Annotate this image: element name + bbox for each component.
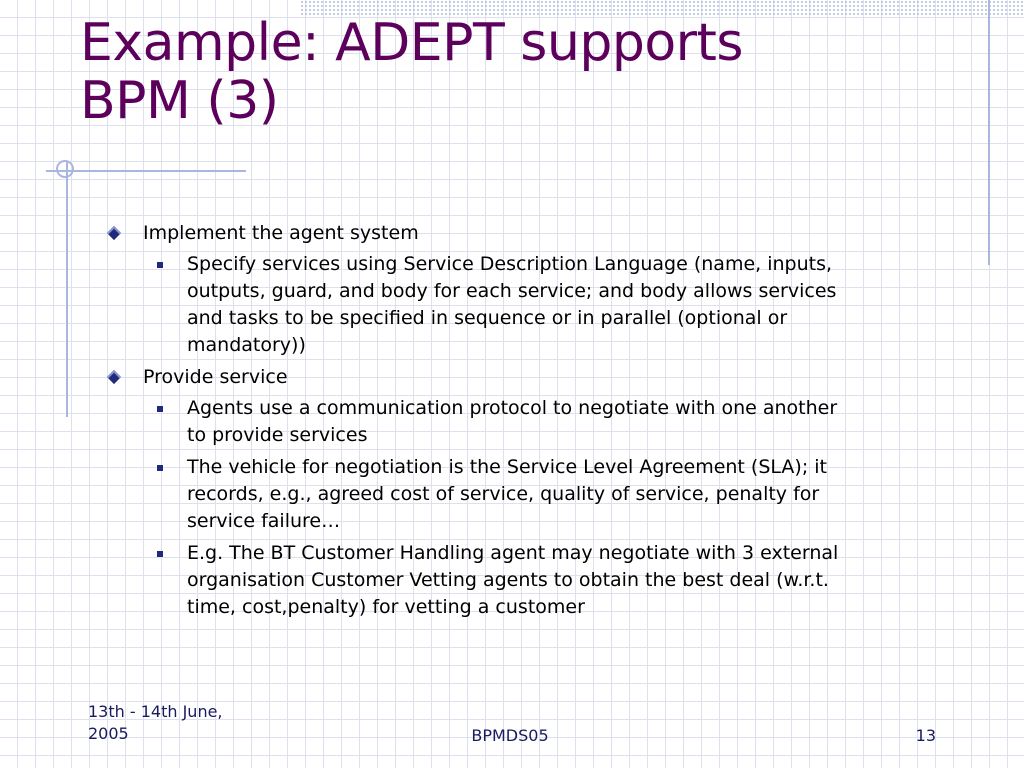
square-bullet-icon [157, 551, 163, 557]
decorative-vertical-line-right [988, 0, 990, 265]
footer-conference: BPMDS05 [471, 726, 549, 745]
top-dotted-band [300, 0, 1024, 16]
bullet-text: Provide service [143, 366, 288, 388]
crosshair-circle-icon [56, 160, 74, 178]
diamond-bullet-icon [106, 369, 122, 385]
footer-page-number: 13 [915, 726, 936, 745]
slide-title-line-2: BPM (3) [80, 71, 279, 131]
diamond-bullet-icon [106, 225, 122, 241]
sub-bullet-communication-protocol: Agents use a communication protocol to n… [104, 395, 844, 449]
slide-title: Example: ADEPT supports BPM (3) [80, 14, 960, 130]
decorative-vertical-line-left [66, 162, 68, 417]
slide-body: Implement the agent system Specify servi… [104, 220, 844, 626]
sub-bullet-text: Agents use a communication protocol to n… [187, 397, 838, 446]
bullet-implement-agent-system: Implement the agent system [104, 220, 844, 247]
sub-bullet-text: E.g. The BT Customer Handling agent may … [187, 542, 839, 618]
footer-date: 13th - 14th June, 2005 [88, 702, 223, 743]
bullet-provide-service: Provide service [104, 364, 844, 391]
sub-bullet-bt-customer-handling: E.g. The BT Customer Handling agent may … [104, 540, 844, 621]
sub-bullet-text: Specify services using Service Descripti… [187, 253, 837, 356]
square-bullet-icon [157, 406, 163, 412]
bullet-text: Implement the agent system [143, 222, 419, 244]
sub-bullet-service-level-agreement: The vehicle for negotiation is the Servi… [104, 454, 844, 535]
decorative-horizontal-line [46, 170, 246, 172]
sub-bullet-service-description-language: Specify services using Service Descripti… [104, 251, 844, 359]
square-bullet-icon [157, 465, 163, 471]
slide-title-line-1: Example: ADEPT supports [80, 13, 744, 73]
square-bullet-icon [157, 262, 163, 268]
sub-bullet-text: The vehicle for negotiation is the Servi… [187, 456, 827, 532]
